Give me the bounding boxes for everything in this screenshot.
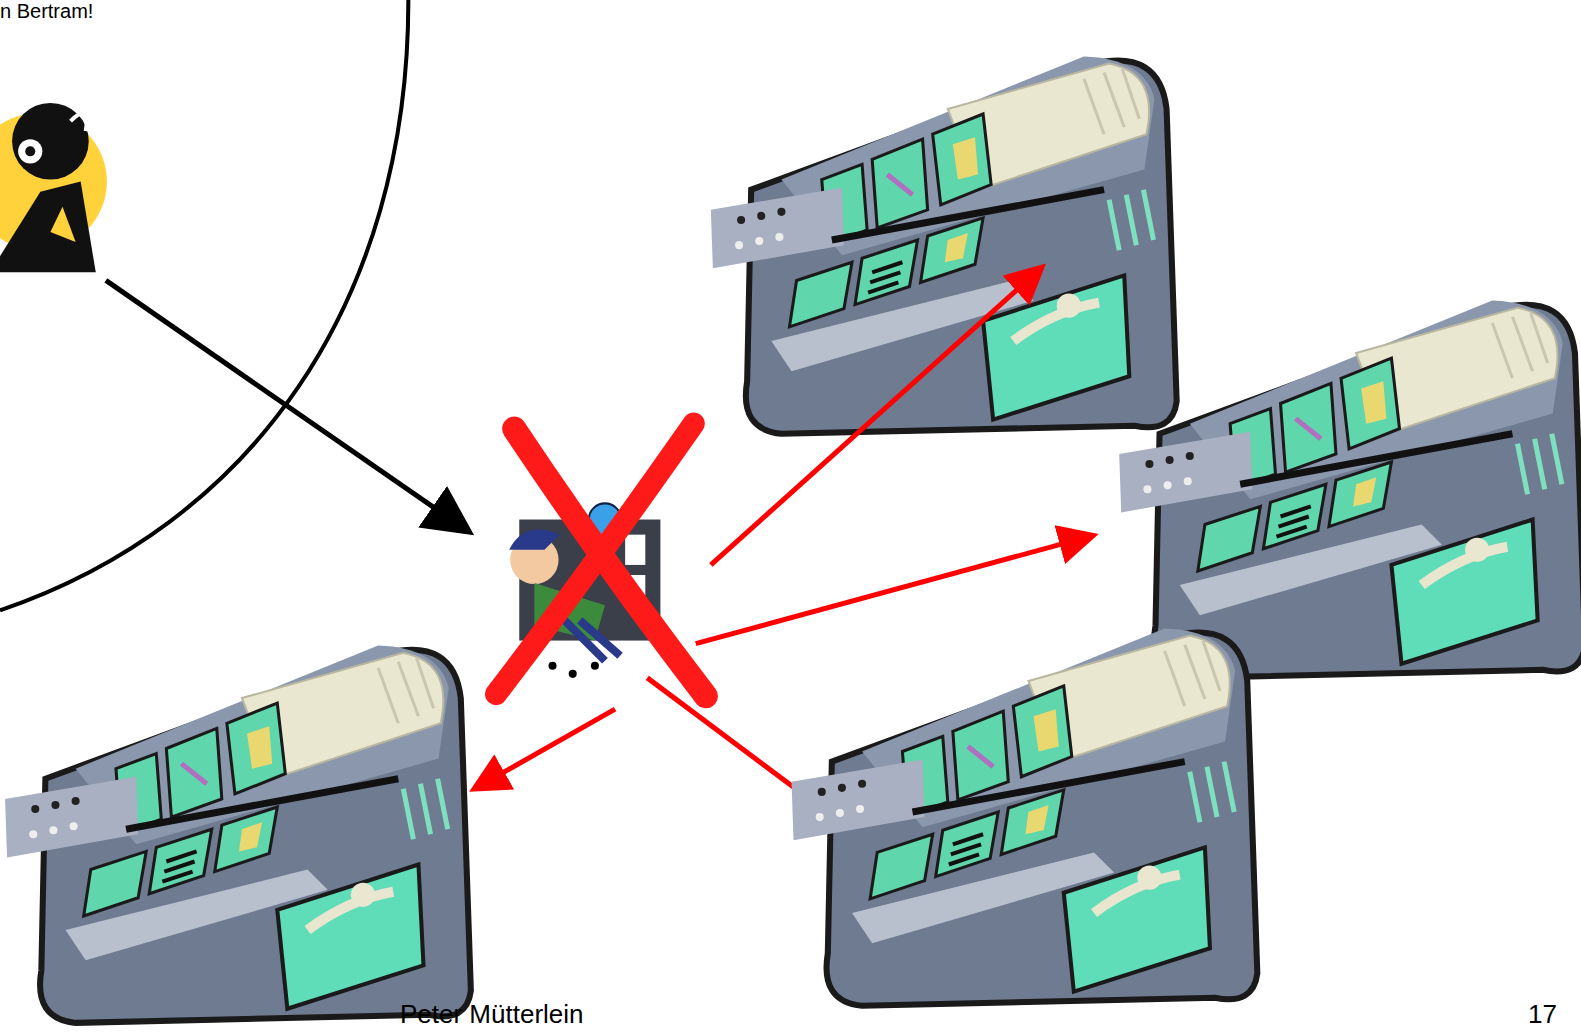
slide-header-fragment: n Bertram! — [0, 0, 93, 22]
footer-author: Peter Mütterlein — [400, 1000, 584, 1029]
page-number: 17 — [1528, 1000, 1557, 1029]
